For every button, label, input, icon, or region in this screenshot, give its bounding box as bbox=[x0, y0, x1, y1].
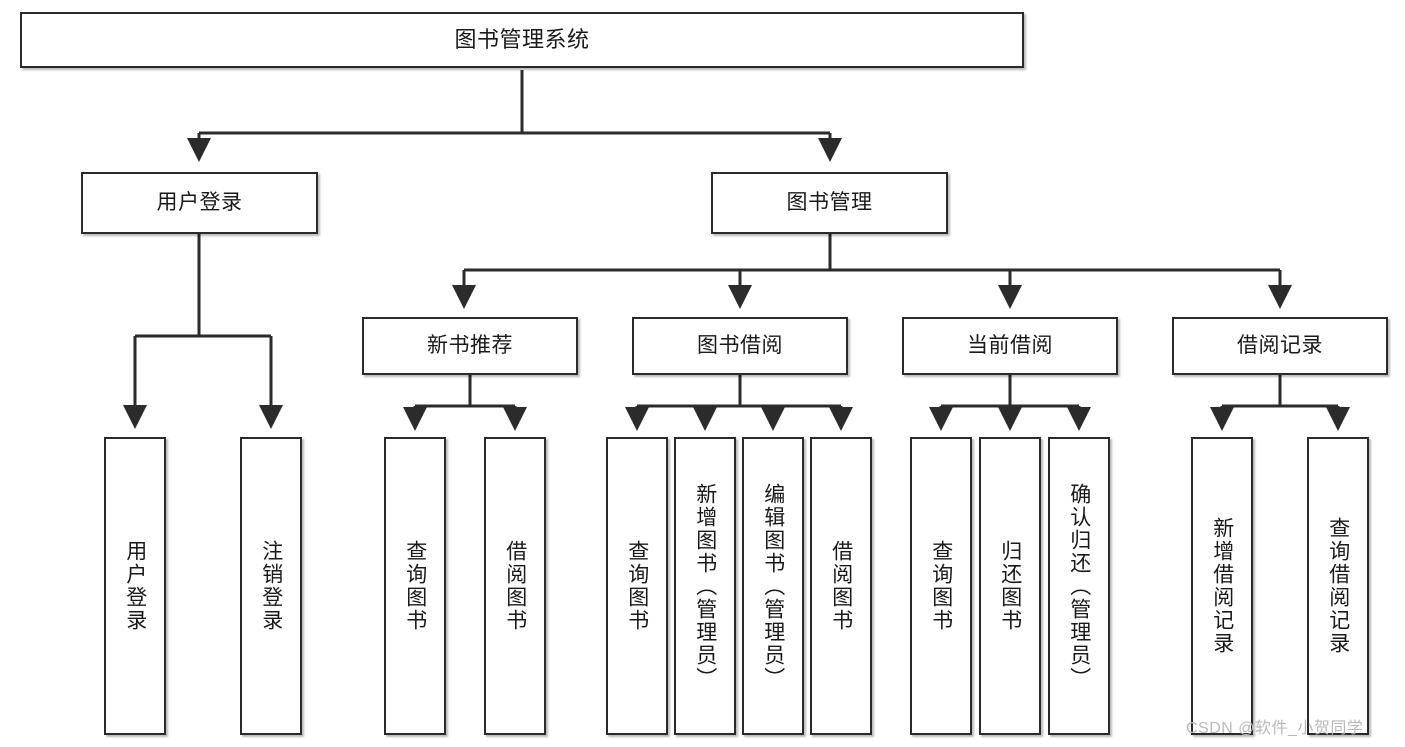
leaf-add-book-label: 新增图书（管理员） bbox=[693, 482, 717, 690]
node-book-manage[interactable]: 图书管理 bbox=[711, 172, 948, 234]
leaf-return-book[interactable]: 归还图书 bbox=[979, 437, 1041, 735]
node-new-book-rec-label: 新书推荐 bbox=[427, 333, 513, 357]
node-root-label: 图书管理系统 bbox=[454, 27, 590, 53]
leaf-query-book-3-label: 查询图书 bbox=[929, 540, 953, 632]
leaf-logout-login-label: 注销登录 bbox=[259, 540, 283, 632]
node-book-manage-label: 图书管理 bbox=[786, 190, 873, 214]
leaf-borrow-book-2[interactable]: 借阅图书 bbox=[810, 437, 872, 735]
leaf-query-book-1-label: 查询图书 bbox=[403, 540, 427, 632]
leaf-confirm-return[interactable]: 确认归还（管理员） bbox=[1048, 437, 1110, 735]
leaf-borrow-book-2-label: 借阅图书 bbox=[829, 540, 853, 632]
leaf-edit-book-label: 编辑图书（管理员） bbox=[761, 482, 785, 690]
leaf-query-book-2-label: 查询图书 bbox=[625, 540, 649, 632]
node-current-borrow-label: 当前借阅 bbox=[967, 333, 1053, 357]
node-book-borrow-label: 图书借阅 bbox=[697, 333, 783, 357]
node-current-borrow[interactable]: 当前借阅 bbox=[902, 317, 1118, 375]
node-user-login[interactable]: 用户登录 bbox=[81, 172, 318, 234]
leaf-logout-login[interactable]: 注销登录 bbox=[240, 437, 302, 735]
node-user-login-label: 用户登录 bbox=[156, 190, 243, 214]
leaf-query-record[interactable]: 查询借阅记录 bbox=[1307, 437, 1369, 735]
leaf-user-login-label: 用户登录 bbox=[123, 540, 147, 632]
leaf-borrow-book-1-label: 借阅图书 bbox=[503, 540, 527, 632]
leaf-query-book-3[interactable]: 查询图书 bbox=[910, 437, 972, 735]
leaf-query-book-2[interactable]: 查询图书 bbox=[606, 437, 668, 735]
node-borrow-record[interactable]: 借阅记录 bbox=[1172, 317, 1388, 375]
leaf-user-login[interactable]: 用户登录 bbox=[104, 437, 166, 735]
node-new-book-rec[interactable]: 新书推荐 bbox=[362, 317, 578, 375]
leaf-confirm-return-label: 确认归还（管理员） bbox=[1067, 482, 1091, 690]
leaf-query-book-1[interactable]: 查询图书 bbox=[384, 437, 446, 735]
leaf-add-record-label: 新增借阅记录 bbox=[1210, 517, 1234, 655]
node-root[interactable]: 图书管理系统 bbox=[20, 12, 1024, 68]
node-borrow-record-label: 借阅记录 bbox=[1237, 333, 1323, 357]
leaf-add-record[interactable]: 新增借阅记录 bbox=[1191, 437, 1253, 735]
node-book-borrow[interactable]: 图书借阅 bbox=[632, 317, 848, 375]
leaf-borrow-book-1[interactable]: 借阅图书 bbox=[484, 437, 546, 735]
leaf-edit-book[interactable]: 编辑图书（管理员） bbox=[742, 437, 804, 735]
leaf-query-record-label: 查询借阅记录 bbox=[1326, 517, 1350, 655]
leaf-return-book-label: 归还图书 bbox=[998, 540, 1022, 632]
csdn-watermark: CSDN @软件_小贺同学 bbox=[1186, 720, 1364, 737]
leaf-add-book[interactable]: 新增图书（管理员） bbox=[674, 437, 736, 735]
